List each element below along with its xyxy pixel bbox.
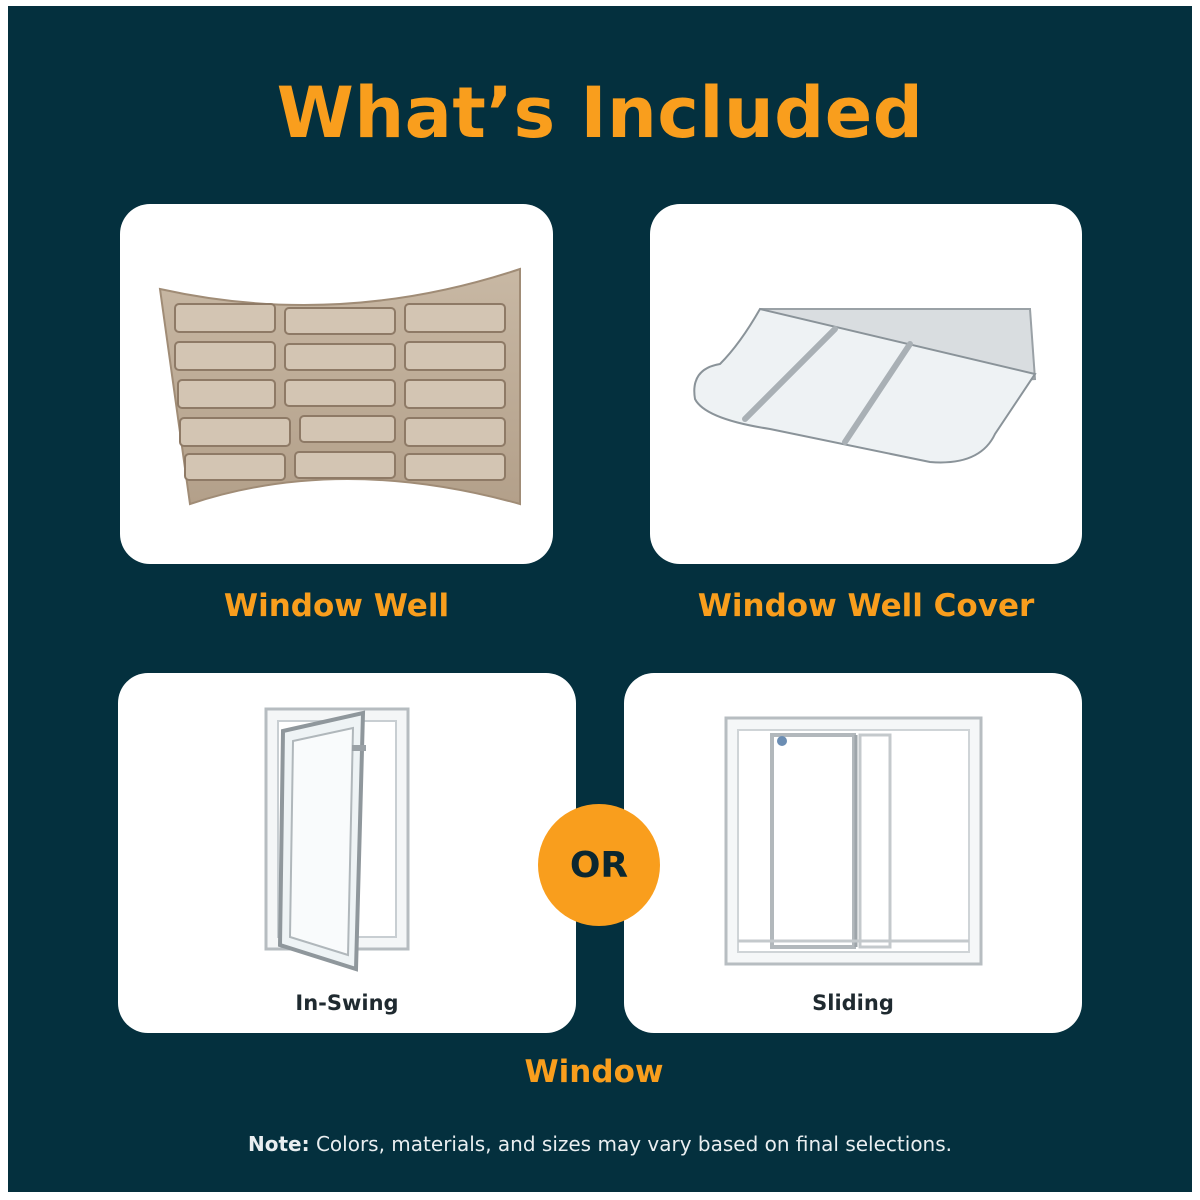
note-prefix: Note: — [247, 1132, 310, 1156]
window-label: Window — [524, 1054, 664, 1090]
sliding-label: Sliding — [812, 991, 894, 1015]
note-body: Colors, materials, and sizes may vary ba… — [309, 1132, 953, 1156]
window-well-cover-image — [693, 307, 1037, 464]
window-well-image — [158, 267, 521, 506]
sliding-window-image — [724, 716, 983, 966]
in-swing-window-image — [264, 707, 410, 972]
page-title: What’s Included — [276, 72, 924, 154]
in-swing-card[interactable]: In-Swing — [118, 673, 576, 1033]
window-well-card[interactable] — [120, 204, 553, 564]
window-well-label: Window Well — [223, 588, 450, 624]
in-swing-label: In-Swing — [295, 991, 399, 1015]
window-well-cover-card[interactable] — [650, 204, 1082, 564]
note-text: Note: Colors, materials, and sizes may v… — [0, 1132, 1200, 1156]
window-well-cover-label: Window Well Cover — [697, 588, 1035, 624]
or-badge: OR — [538, 804, 660, 926]
sliding-card[interactable]: Sliding — [624, 673, 1082, 1033]
